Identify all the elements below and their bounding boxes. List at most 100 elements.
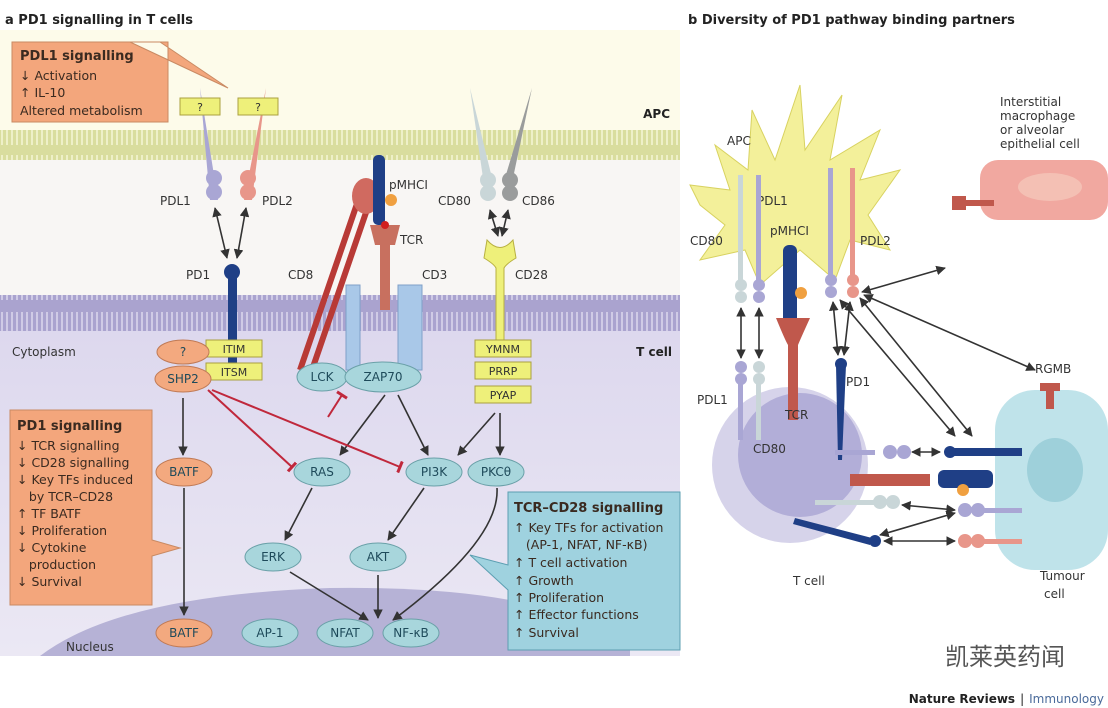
tcr-box-line: ↑ Proliferation xyxy=(514,590,604,605)
ras-node: RAS xyxy=(310,465,334,479)
credit-separator: | xyxy=(1020,692,1024,706)
unknown-receptor-label: ? xyxy=(255,101,261,114)
pd1-box-line: production xyxy=(17,557,96,572)
pdl1-t-label-b: PDL1 xyxy=(697,393,728,407)
cd80-molecule xyxy=(470,88,492,178)
unknown-receptor-label: ? xyxy=(197,101,203,114)
cd86-molecule xyxy=(505,88,532,178)
pyap-label: PYAP xyxy=(490,389,517,402)
nfkb-node: NF-κB xyxy=(393,626,429,640)
pkc-theta-node: PKCθ xyxy=(481,465,511,479)
tcr-box-line: ↑ Effector functions xyxy=(514,607,639,622)
unknown-node: ? xyxy=(180,345,186,359)
apc-label-b: APC xyxy=(727,134,751,148)
pdl1-box-line: ↓ Activation xyxy=(20,68,97,83)
signal-nodes: ? SHP2 LCK ZAP70 BATF RAS PI3K PKCθ ERK … xyxy=(154,339,525,648)
tcr-box-line: ↑ Growth xyxy=(514,573,574,588)
itim-label: ITIM xyxy=(223,343,246,356)
pdl1-box-line: Altered metabolism xyxy=(20,103,143,118)
pd1-box-line: ↑ TF BATF xyxy=(17,506,81,521)
tcr-box-line: ↑ Key TFs for activation xyxy=(514,520,663,535)
pi3k-node: PI3K xyxy=(421,465,448,479)
ymnm-label: YMNM xyxy=(485,343,520,356)
macrophage-label-line: or alveolar xyxy=(1000,123,1064,137)
cd3-chain xyxy=(397,284,423,371)
tcr-label: TCR xyxy=(399,233,423,247)
cd3-chain xyxy=(345,284,361,371)
cd28-receptor xyxy=(483,238,517,341)
binding-arrow xyxy=(487,209,501,237)
ymnm-motif xyxy=(474,339,532,358)
itsm-label: ITSM xyxy=(221,366,247,379)
pdl2-label: PDL2 xyxy=(262,194,293,208)
cd28-label: CD28 xyxy=(515,268,548,282)
motif-boxes: ITIM ITSM YMNM PRRP PYAP xyxy=(205,339,532,404)
credit-line: Nature Reviews|Immunology xyxy=(909,692,1104,706)
tumour-label: Tumour xyxy=(1039,569,1085,583)
receptors-b xyxy=(735,168,1022,548)
pd1-label-b: PD1 xyxy=(846,375,870,389)
watermark: 凯莱英药闻 xyxy=(945,643,1065,671)
cd80-t-label-b: CD80 xyxy=(753,442,786,456)
t-cell-membrane xyxy=(0,295,680,331)
pyap-motif xyxy=(474,385,532,404)
pmhci-label-b: pMHCI xyxy=(770,224,809,238)
ap1-node: AP-1 xyxy=(256,626,283,640)
pdl1-signalling-box: PDL1 signalling ↓ Activation ↑ IL-10 Alt… xyxy=(11,41,229,123)
pmhci xyxy=(373,155,385,225)
batf-nuclear-node: BATF xyxy=(169,626,199,640)
binding-arrows-b xyxy=(736,265,1036,546)
batf-node: BATF xyxy=(169,465,199,479)
cd8-coreceptor xyxy=(297,194,375,371)
cd80-label-b: CD80 xyxy=(690,234,723,248)
pdl2-label-b: PDL2 xyxy=(860,234,891,248)
pd1-box-title: PD1 signalling xyxy=(17,419,122,434)
erk-node: ERK xyxy=(261,550,286,564)
tcr-box-line: ↑ T cell activation xyxy=(514,555,627,570)
cd80-label: CD80 xyxy=(438,194,471,208)
binding-arrow xyxy=(233,207,250,259)
prrp-label: PRRP xyxy=(489,365,518,378)
pd1-box-line: by TCR–CD28 xyxy=(17,489,113,504)
pd1-signalling-box: PD1 signalling ↓ TCR signalling ↓ CD28 s… xyxy=(9,409,182,606)
apc-label: APC xyxy=(643,107,670,121)
rgmb-molecule xyxy=(1046,387,1054,409)
panel-a-title: a PD1 signalling in T cells xyxy=(5,13,193,28)
cd3-label: CD3 xyxy=(422,268,447,282)
rgmb-label: RGMB xyxy=(1035,362,1071,376)
tcr-label-b: TCR xyxy=(784,408,808,422)
cd86-label: CD86 xyxy=(522,194,555,208)
pdl1-label-b: PDL1 xyxy=(757,194,788,208)
pd1-receptor xyxy=(228,272,237,367)
apc-membrane xyxy=(0,130,680,160)
tcr-box-line: (AP-1, NFAT, NF-κB) xyxy=(514,537,647,552)
t-cell-label-b: T cell xyxy=(792,574,825,588)
unknown-receptor-2 xyxy=(237,97,279,116)
pd1-box-line: ↓ CD28 signalling xyxy=(17,455,129,470)
signal-arrows xyxy=(178,394,505,621)
pdl1-label: PDL1 xyxy=(160,194,191,208)
credit-section: Immunology xyxy=(1029,692,1104,706)
panel-a: a PD1 signalling in T cells PDL1 signall… xyxy=(0,13,681,656)
pdl1-box-title: PDL1 signalling xyxy=(20,49,134,64)
tcr-box-line: ↑ Survival xyxy=(514,625,579,640)
lck-node: LCK xyxy=(311,370,335,384)
nucleus-label: Nucleus xyxy=(66,640,114,654)
tcr-receptor xyxy=(370,225,400,310)
pd1-box-line: ↓ Key TFs induced xyxy=(17,472,133,487)
panel-b-title: b Diversity of PD1 pathway binding partn… xyxy=(688,13,1015,28)
tcr-box-title: TCR–CD28 signalling xyxy=(514,501,663,516)
prrp-motif xyxy=(474,361,532,380)
macrophage-label-line: epithelial cell xyxy=(1000,137,1080,151)
macrophage-label: Interstitial macrophage or alveolar epit… xyxy=(1000,95,1080,151)
zap70-node: ZAP70 xyxy=(364,370,403,384)
pmhci-label: pMHCI xyxy=(389,178,428,192)
inhibition-lines xyxy=(207,389,404,474)
macrophage-label-line: Interstitial xyxy=(1000,95,1061,109)
pd1-box-line: ↓ Survival xyxy=(17,574,82,589)
pdl1-box-line: ↑ IL-10 xyxy=(20,85,65,100)
tumour-label: cell xyxy=(1044,587,1065,601)
shp2-node: SHP2 xyxy=(167,372,199,386)
cytoplasm-label: Cytoplasm xyxy=(12,345,76,359)
